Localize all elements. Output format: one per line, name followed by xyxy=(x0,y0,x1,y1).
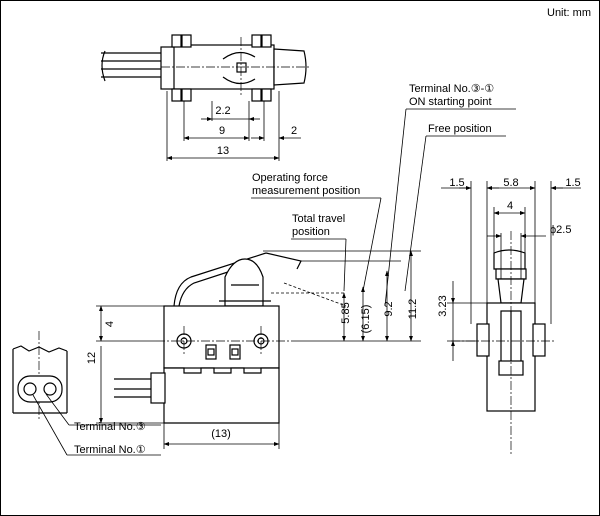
top-dim-2-2: 2.2 xyxy=(215,105,230,117)
top-dim-2: 2 xyxy=(291,125,297,137)
side-view: 1.5 5.8 1.5 4 ϕ2.5 3.23 xyxy=(437,177,581,456)
callout-on-start-line1: Terminal No.③-① xyxy=(409,83,494,95)
top-view: 2.2 9 2 13 xyxy=(101,34,311,161)
side-dim-5-8: 5.8 xyxy=(503,177,518,189)
side-dim-3-23: 3.23 xyxy=(437,295,449,316)
unit-label: Unit: mm xyxy=(547,7,591,19)
side-dim-1-5-right: 1.5 xyxy=(565,177,580,189)
front-dim-5-85: 5.85 xyxy=(340,302,352,323)
front-dim-11-2: 11.2 xyxy=(407,299,419,320)
side-dim-4: 4 xyxy=(507,200,513,212)
top-dim-9: 9 xyxy=(219,125,225,137)
front-dim-9-2: 9.2 xyxy=(383,301,395,316)
callout-free-position: Free position xyxy=(428,123,492,135)
callout-op-force-line2: measurement position xyxy=(252,185,360,197)
side-dim-phi-2-5: ϕ2.5 xyxy=(550,224,571,236)
side-dim-1-5-left: 1.5 xyxy=(449,177,464,189)
callout-total-travel-line2: position xyxy=(292,226,330,238)
callout-total-travel-line1: Total travel xyxy=(292,213,345,225)
callout-on-start-line2: ON starting point xyxy=(409,96,492,108)
front-view: 4 12 (13) 5.85 (6.15) 9.2 11.2 xyxy=(86,250,421,449)
position-callouts: Terminal No.③-① ON starting point Free p… xyxy=(251,83,516,307)
terminal-1-label: Terminal No.① xyxy=(74,444,146,456)
callout-op-force-line1: Operating force xyxy=(252,172,328,184)
terminal-detail: Terminal No.③ Terminal No.① xyxy=(12,331,161,456)
terminal-3-label: Terminal No.③ xyxy=(74,421,146,433)
front-dim-13-ref: (13) xyxy=(211,428,231,440)
front-dim-4: 4 xyxy=(104,321,116,327)
front-dim-6-15: (6.15) xyxy=(360,305,372,334)
top-dim-13: 13 xyxy=(217,145,229,157)
front-dim-12: 12 xyxy=(86,352,98,364)
